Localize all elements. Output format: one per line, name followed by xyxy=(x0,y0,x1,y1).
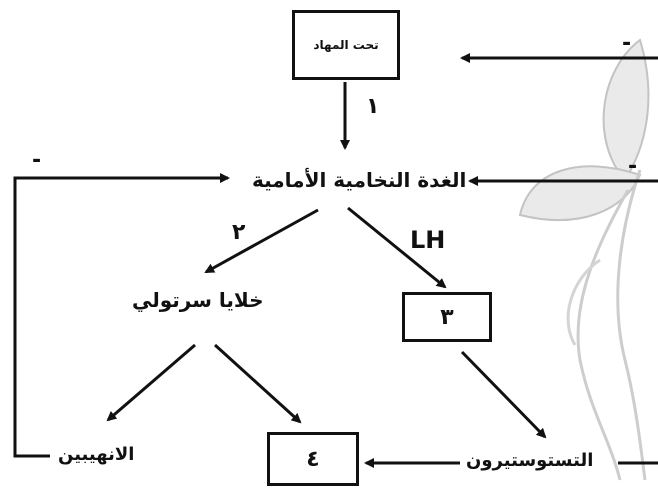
anterior-pituitary-label: الغدة النخامية الأمامية xyxy=(252,168,467,192)
box-3: ٣ xyxy=(402,292,492,342)
box-4-label: ٤ xyxy=(306,446,320,472)
edge-label-1: ١ xyxy=(366,94,380,119)
hypothalamus-box: تحت المهاد xyxy=(292,10,400,80)
minus-sign-inhibin-loop: - xyxy=(32,148,42,173)
feedback-inhibin-to-pituitary xyxy=(13,173,230,458)
edge-label-lh: LH xyxy=(410,226,446,254)
inhibin-label: الانهيبين xyxy=(58,444,135,465)
sertoli-cells-label: خلايا سرتولي xyxy=(132,288,264,312)
edge-pituitary-to-box3 xyxy=(347,206,447,289)
hypothalamus-label: تحت المهاد xyxy=(313,38,379,52)
minus-sign-hypothalamus: - xyxy=(622,31,632,56)
edge-box3-to-testosterone xyxy=(460,350,547,439)
edge-sertoli-to-box4 xyxy=(213,343,302,424)
edge-pituitary-to-sertoli xyxy=(204,208,319,274)
box-4: ٤ xyxy=(267,432,359,486)
edge-sertoli-to-inhibin xyxy=(106,343,196,422)
decorative-leaf-graphic xyxy=(518,38,650,481)
minus-sign-pituitary: - xyxy=(628,154,638,179)
diagram-edges xyxy=(13,53,658,468)
box-3-label: ٣ xyxy=(440,304,454,330)
testosterone-label: التستوستيرون xyxy=(466,450,594,471)
edge-label-2: ٢ xyxy=(232,220,246,245)
